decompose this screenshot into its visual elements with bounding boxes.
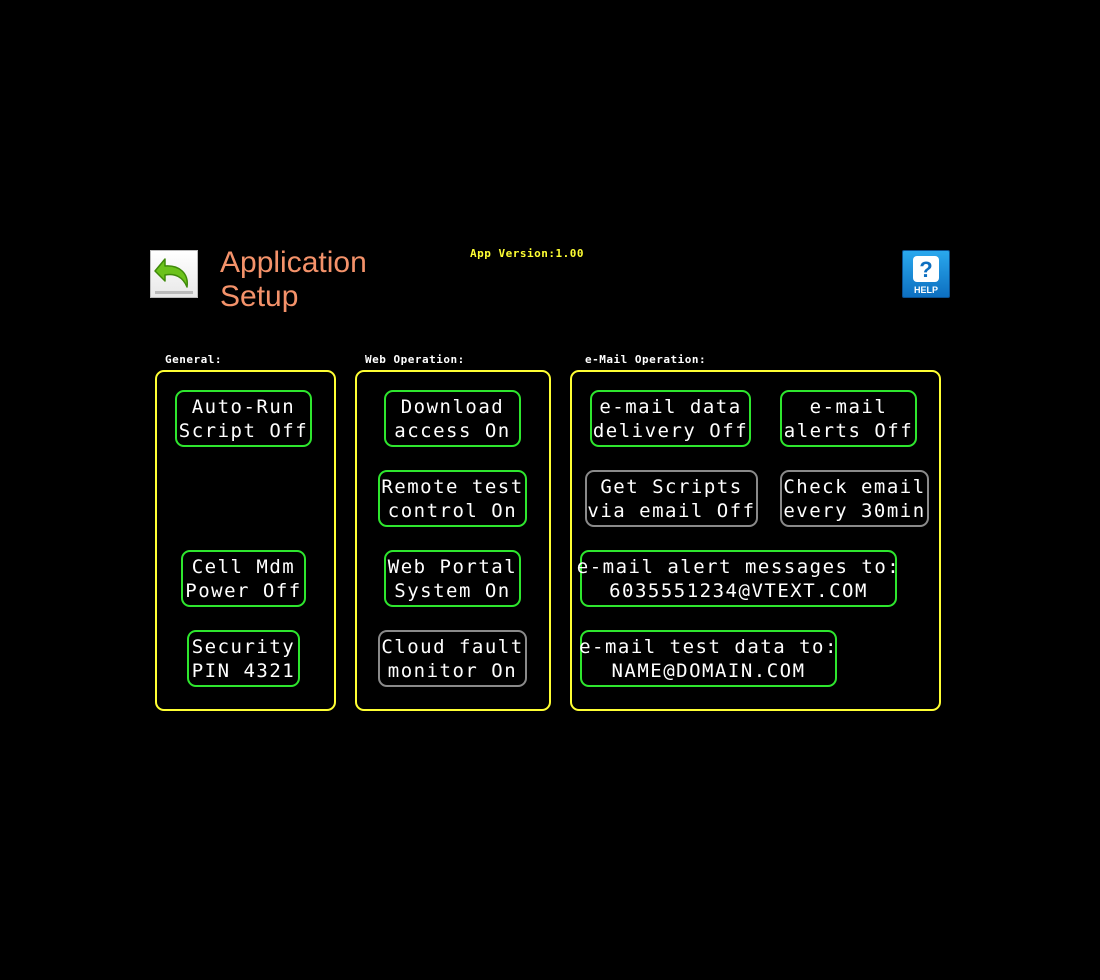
svg-text:?: ? <box>919 257 932 282</box>
help-label: HELP <box>914 285 938 295</box>
get-scripts-via-email-button[interactable]: Get Scripts via email Off <box>585 470 758 527</box>
auto-run-script-button[interactable]: Auto-Run Script Off <box>175 390 312 447</box>
check-email-interval-button[interactable]: Check email every 30min <box>780 470 929 527</box>
download-access-button[interactable]: Download access On <box>384 390 521 447</box>
security-pin-button[interactable]: Security PIN 4321 <box>187 630 300 687</box>
general-panel <box>155 370 336 711</box>
general-section-label: General: <box>165 353 222 366</box>
cloud-fault-monitor-button[interactable]: Cloud fault monitor On <box>378 630 527 687</box>
app-version: App Version:1.00 <box>470 247 584 260</box>
web-panel <box>355 370 551 711</box>
email-data-delivery-button[interactable]: e-mail data delivery Off <box>590 390 751 447</box>
web-portal-system-button[interactable]: Web Portal System On <box>384 550 521 607</box>
web-section-label: Web Operation: <box>365 353 465 366</box>
email-panel <box>570 370 941 711</box>
email-alert-recipient-button[interactable]: e-mail alert messages to: 6035551234@VTE… <box>577 550 899 607</box>
cell-modem-power-button[interactable]: Cell Mdm Power Off <box>181 550 306 607</box>
email-section-label: e-Mail Operation: <box>585 353 707 366</box>
remote-test-control-button[interactable]: Remote test control On <box>378 470 527 527</box>
page-title: Application Setup <box>220 246 367 313</box>
back-button[interactable] <box>150 250 198 298</box>
help-button[interactable]: ? HELP <box>902 250 950 298</box>
help-icon: ? HELP <box>913 256 939 295</box>
email-test-data-recipient-button[interactable]: e-mail test data to: NAME@DOMAIN.COM <box>579 630 837 687</box>
back-arrow-icon <box>154 258 193 294</box>
email-alerts-button[interactable]: e-mail alerts Off <box>780 390 917 447</box>
